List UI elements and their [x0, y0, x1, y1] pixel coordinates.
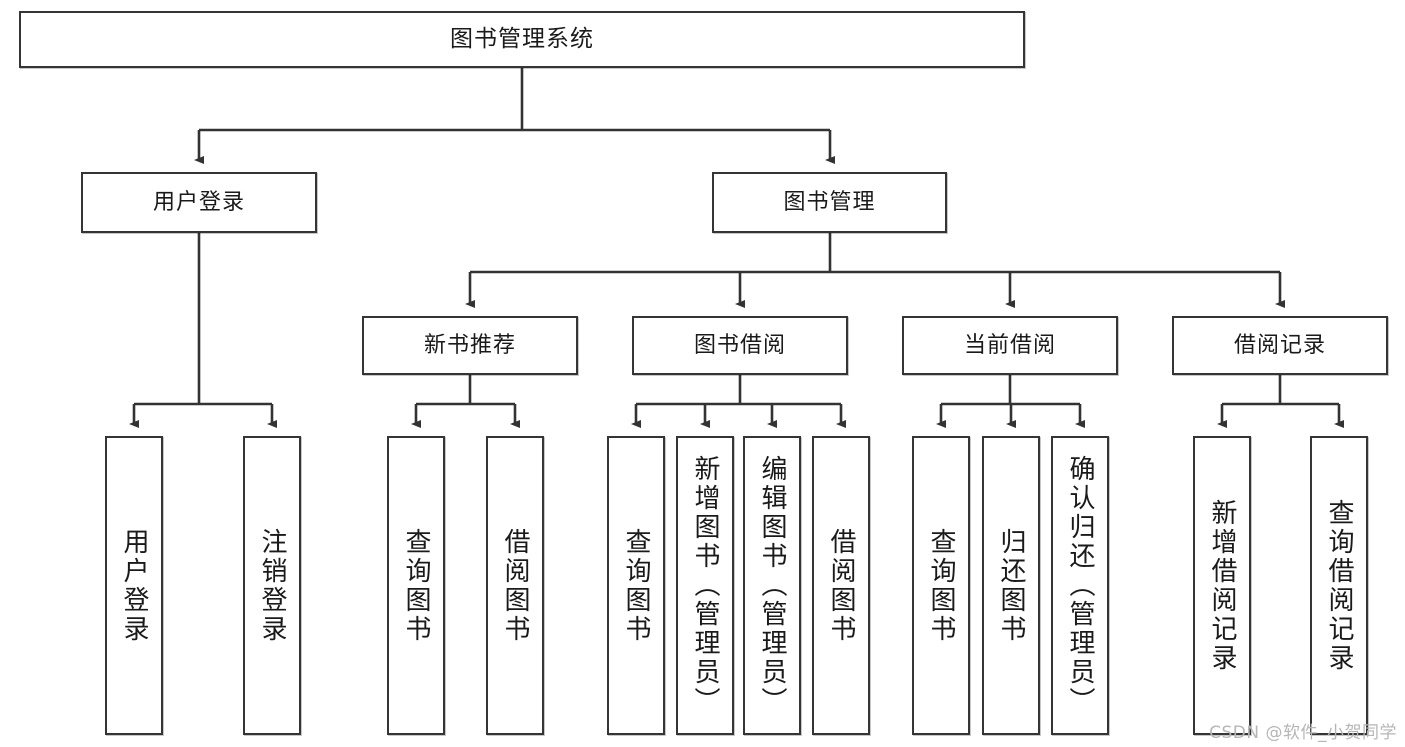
node-label: 借阅图书 — [826, 527, 856, 644]
node-book-management[interactable]: 图书管理 — [712, 172, 947, 233]
node-label: 当前借阅 — [963, 332, 1056, 358]
leaf-borrow-book[interactable]: 借阅图书 — [812, 436, 870, 735]
leaf-edit-book-admin[interactable]: 编辑图书（管理员） — [743, 436, 801, 735]
leaf-query-book-recommend[interactable]: 查询图书 — [387, 436, 445, 735]
leaf-add-borrow-record[interactable]: 新增借阅记录 — [1193, 436, 1251, 735]
leaf-confirm-return-admin[interactable]: 确认归还（管理员） — [1051, 436, 1109, 735]
node-label: 归还图书 — [996, 527, 1026, 644]
node-label: 借阅图书 — [500, 527, 530, 644]
node-root-system[interactable]: 图书管理系统 — [19, 11, 1025, 68]
leaf-logout-login[interactable]: 注销登录 — [243, 436, 301, 735]
node-label: 查询借阅记录 — [1324, 498, 1354, 673]
node-label: 查询图书 — [401, 527, 431, 644]
leaf-borrow-book-recommend[interactable]: 借阅图书 — [486, 436, 544, 735]
node-new-book-recommend[interactable]: 新书推荐 — [362, 316, 578, 375]
leaf-return-book[interactable]: 归还图书 — [982, 436, 1040, 735]
node-label: 确认归还（管理员） — [1065, 455, 1095, 716]
node-label: 注销登录 — [257, 527, 287, 644]
leaf-query-borrow-record[interactable]: 查询借阅记录 — [1310, 436, 1368, 735]
node-label: 查询图书 — [621, 527, 651, 644]
node-label: 查询图书 — [926, 527, 956, 644]
node-borrow-record[interactable]: 借阅记录 — [1172, 316, 1388, 375]
leaf-user-login[interactable]: 用户登录 — [105, 436, 163, 735]
node-label: 图书借阅 — [693, 332, 786, 358]
leaf-add-book-admin[interactable]: 新增图书（管理员） — [676, 436, 734, 735]
node-label: 用户登录 — [152, 189, 245, 215]
node-label: 图书管理 — [783, 189, 876, 215]
node-label: 编辑图书（管理员） — [757, 455, 787, 716]
csdn-watermark: CSDN @软件_小贺同学 — [1209, 723, 1397, 743]
node-book-borrow[interactable]: 图书借阅 — [632, 316, 848, 375]
node-current-borrow[interactable]: 当前借阅 — [902, 316, 1118, 375]
node-label: 新增借阅记录 — [1207, 498, 1237, 673]
node-label: 新增图书（管理员） — [690, 455, 720, 716]
node-label: 图书管理系统 — [450, 25, 594, 52]
node-label: 借阅记录 — [1233, 332, 1326, 358]
leaf-query-book-current[interactable]: 查询图书 — [912, 436, 970, 735]
node-label: 用户登录 — [119, 527, 149, 644]
leaf-query-book-borrow[interactable]: 查询图书 — [607, 436, 665, 735]
node-label: 新书推荐 — [423, 332, 516, 358]
node-user-login[interactable]: 用户登录 — [81, 172, 317, 233]
